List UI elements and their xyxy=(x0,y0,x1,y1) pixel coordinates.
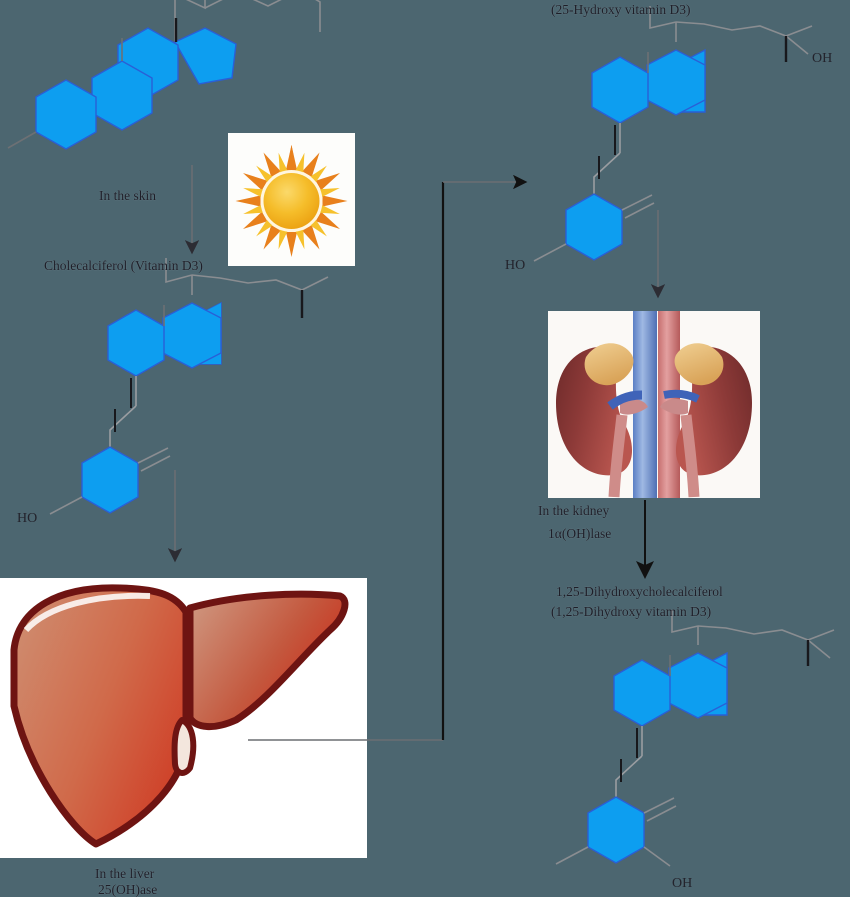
atom-label-oh-dihydroxy-d3: OH xyxy=(672,876,693,891)
molecule-cholecalciferol xyxy=(49,258,329,515)
kidney-image xyxy=(548,311,760,498)
sun-image xyxy=(228,133,355,266)
kidney-icon xyxy=(548,311,760,498)
molecule-1-25-dihydroxy-vitamin-d3 xyxy=(555,610,835,867)
sun-icon xyxy=(228,133,355,266)
liver-image xyxy=(0,578,367,858)
atom-label-ho-hydroxy-d3: HO xyxy=(505,258,526,273)
atom-label-ho-cholecalciferol: HO xyxy=(17,511,38,526)
molecule-7-dehydrocholesterol xyxy=(7,0,321,150)
liver-icon xyxy=(0,578,367,858)
label-in-the-kidney: In the kidney xyxy=(538,503,610,518)
label-1-25-dihydroxy-vitamin-d3: (1,25-Dihydroxy vitamin D3) xyxy=(551,604,712,619)
molecule-25-hydroxy-vitamin-d3 xyxy=(533,6,813,262)
label-25-hydroxy-vitamin-d3: (25-Hydroxy vitamin D3) xyxy=(551,2,691,17)
label-in-the-skin: In the skin xyxy=(99,188,156,203)
label-in-the-liver: In the liver xyxy=(95,866,155,881)
label-1-25-dihydroxycholecalciferol: 1,25-Dihydroxycholecalciferol xyxy=(556,584,723,599)
label-cholecalciferol: Cholecalciferol (Vitamin D3) xyxy=(44,258,203,273)
label-1-alpha-hydroxylase: 1α(OH)lase xyxy=(548,526,612,541)
atom-label-oh-hydroxy-d3: OH xyxy=(812,51,833,66)
